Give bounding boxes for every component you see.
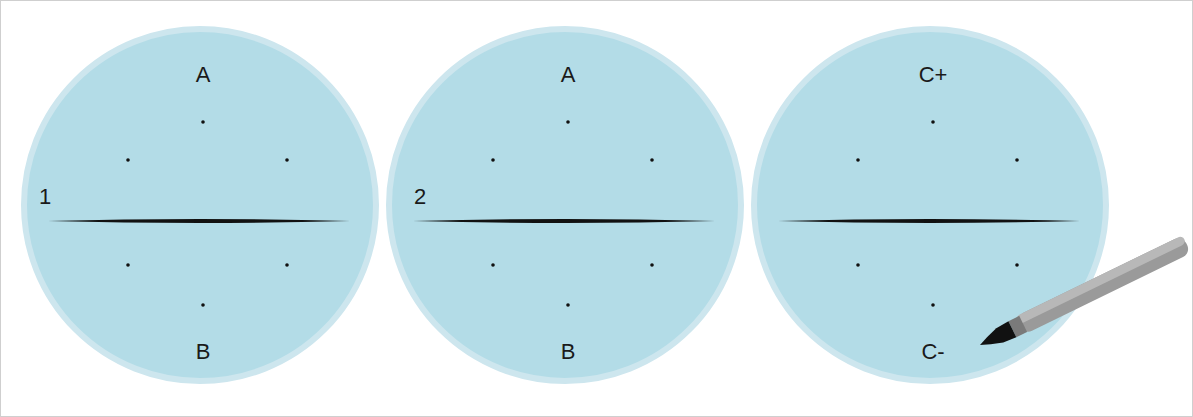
dish-label: B — [561, 341, 576, 363]
dish-label: 2 — [414, 186, 426, 208]
dish-label: A — [561, 64, 576, 86]
dish-label: C+ — [919, 64, 948, 86]
petri-dish: A 2B — [389, 29, 741, 381]
dish-1-art — [24, 29, 376, 381]
dish-3-art — [754, 29, 1106, 381]
dish-label: B — [196, 341, 211, 363]
marker-pen — [976, 235, 1191, 354]
dish-label: 1 — [39, 186, 51, 208]
petri-dish: A 1B — [24, 29, 376, 381]
dish-label: C- — [921, 341, 944, 363]
dish-2-art — [389, 29, 741, 381]
petri-dish: C+ C- — [754, 29, 1106, 381]
dish-label: A — [196, 64, 211, 86]
